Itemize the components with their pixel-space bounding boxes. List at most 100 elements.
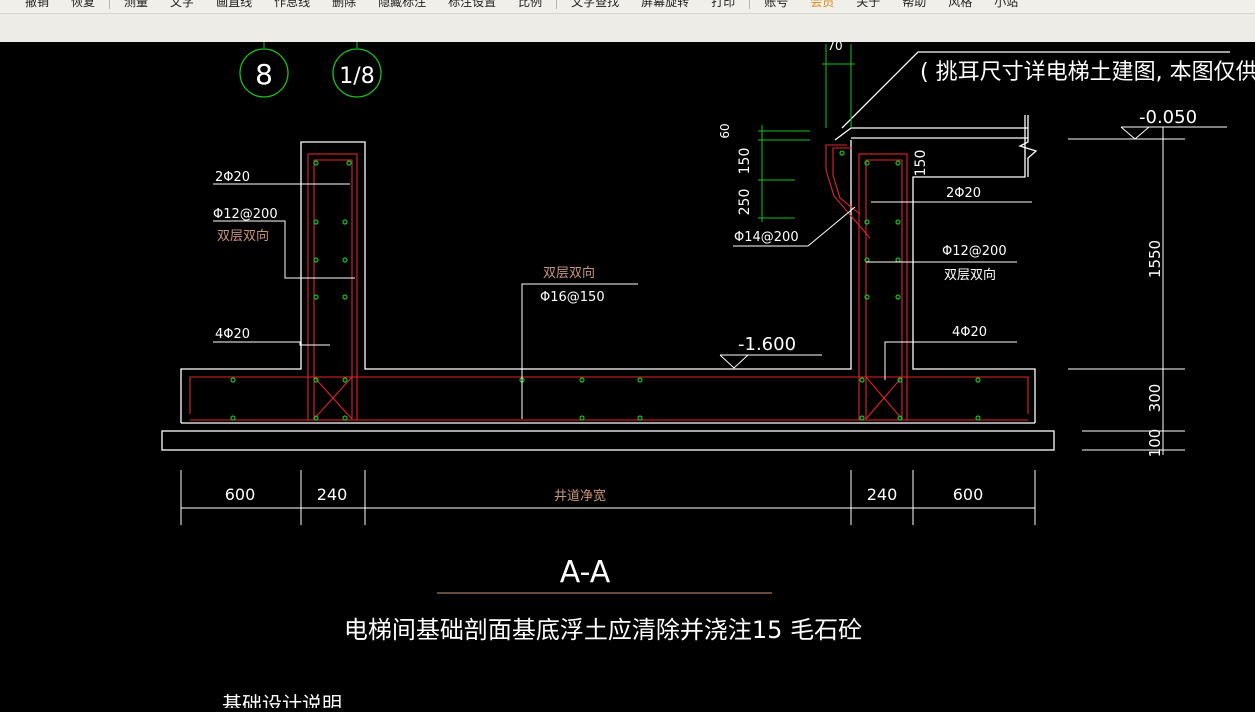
menu-redo[interactable]: 恢复 [71,0,96,9]
label-left-2phi20: 2Φ20 [215,170,250,185]
axis-bubble-left: 8 [239,42,289,98]
right-dimension-lines [1068,127,1185,455]
label-phi14: Φ14@200 [734,230,799,245]
menu-hide-dimension[interactable]: 隐藏标注 [378,0,427,9]
rebar-dot [864,294,870,300]
bottom-dim-600-left: 600 [225,485,256,504]
menu-station[interactable]: 小站 [994,0,1019,9]
level-pit: -1.600 [738,334,796,355]
bottom-dim-600-right: 600 [953,485,984,504]
menu-scale[interactable]: 比例 [518,0,543,9]
rebar-lines [189,144,1029,421]
section-note: 电梯间基础剖面基底浮土应清除并浇注15 毛石砼 [344,616,862,644]
bottom-dim-clear-width: 井道净宽 [554,488,606,504]
menu-separator [109,0,111,9]
rebar-dot [342,377,348,383]
menu-rotate-screen[interactable]: 屏幕旋转 [641,0,690,9]
rebar-dot [313,160,319,166]
bottom-dimension-lines [180,470,1036,525]
dim-250: 250 [737,189,753,216]
rebar-dot [342,257,348,263]
rebar-dot [975,377,981,383]
drawing-canvas[interactable]: 8 1/8 [0,39,1255,712]
rebar-dot [895,257,901,263]
rebar-dot [579,377,585,383]
dim-300: 300 [1146,384,1164,413]
menu-draw-line[interactable]: 画直线 [216,0,253,9]
menu-separator [556,0,558,9]
rebar-dot [342,415,348,421]
menu-print[interactable]: 打印 [711,0,736,9]
rebar-dots [230,150,981,421]
menu-style[interactable]: 风格 [948,0,973,9]
dim-1550: 1550 [1146,240,1164,278]
rebar-dot [859,415,865,421]
bottom-dim-240-right: 240 [867,485,898,504]
rebar-dot [342,219,348,225]
design-notes-heading: 基础设计说明 [222,692,342,708]
menu-about[interactable]: 关于 [856,0,881,9]
rebar-dot [897,377,903,383]
level-mark-pit [719,354,822,369]
rebar-dot [897,415,903,421]
rebar-dot [230,377,236,383]
menu-dimension-settings[interactable]: 标注设置 [448,0,497,9]
menu-bar: 撤销 恢复 测量 文字 画直线 作息线 删除 隐藏标注 标注设置 比例 文字查找… [0,0,1255,14]
rebar-dot [313,294,319,300]
label-right-2phi20: 2Φ20 [946,186,981,201]
axis-label-right: 1/8 [339,64,374,89]
dim-60: 60 [718,123,732,138]
section-title: A-A [560,555,611,590]
ledge-dimension-lines [758,44,855,222]
rebar-dot [313,219,319,225]
label-right-4phi20: 4Φ20 [952,325,987,340]
menu-text[interactable]: 文字 [170,0,195,9]
leader-lines [213,183,1032,419]
rebar-dot [859,377,865,383]
menu-separator [749,0,751,9]
rebar-dot [895,294,901,300]
level-top: -0.050 [1139,107,1197,128]
rebar-dot [579,415,585,421]
dim-150b: 150 [913,150,929,177]
label-left-phi12: Φ12@200 [213,207,278,222]
rebar-dot [839,150,845,156]
toolbar [0,14,1255,43]
axis-bubble-right: 1/8 [332,42,382,98]
rebar-dot [637,377,643,383]
dim-70: 70 [827,42,842,53]
menu-find-text[interactable]: 文字查找 [571,0,620,9]
axis-label-left: 8 [255,58,273,91]
rebar-dot [895,219,901,225]
rebar-dot [864,160,870,166]
rebar-dot [313,257,319,263]
menu-rest-line[interactable]: 作息线 [274,0,311,9]
bottom-dim-240-left: 240 [317,485,348,504]
rebar-dot [864,219,870,225]
dim-100: 100 [1146,429,1164,458]
label-right-double: 双层双向 [944,267,996,283]
dim-150: 150 [737,148,753,175]
menu-delete[interactable]: 删除 [332,0,357,9]
level-mark-top [1120,126,1227,140]
label-left-4phi20: 4Φ20 [215,327,250,342]
rebar-dot [230,415,236,421]
label-right-phi12: Φ12@200 [942,244,1007,259]
label-left-double: 双层双向 [217,228,269,244]
rebar-dot [975,415,981,421]
rebar-dot [313,377,319,383]
menu-account[interactable]: 账号 [764,0,789,9]
section-drawing: 8 1/8 [161,39,1255,712]
rebar-dot [342,294,348,300]
menu-vip[interactable]: 会员 [810,0,835,9]
label-mid-double: 双层双向 [543,265,595,281]
rebar-dot [637,415,643,421]
menu-help[interactable]: 帮助 [902,0,927,9]
rebar-dot [864,257,870,263]
rebar-dot [346,160,352,166]
menu-measure[interactable]: 测量 [124,0,149,9]
menu-undo[interactable]: 撤销 [25,0,50,9]
rebar-dot [313,415,319,421]
top-note: ( 挑耳尺寸详电梯土建图, 本图仅供参考) [920,60,1255,85]
